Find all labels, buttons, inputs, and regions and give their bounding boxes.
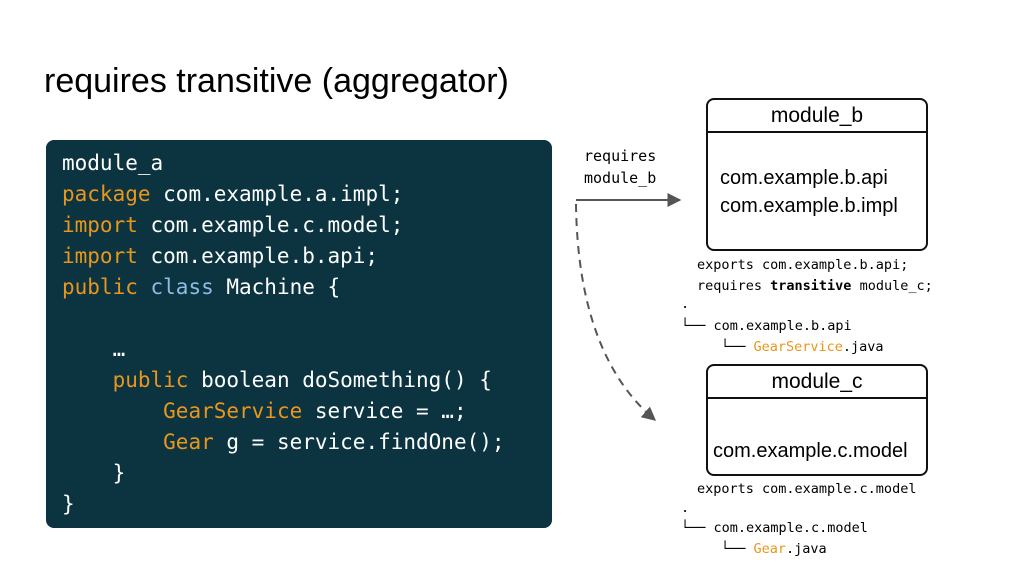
- type-gear: Gear: [163, 430, 214, 454]
- module-b-box: module_b com.example.b.api com.example.b…: [706, 98, 928, 251]
- module-b-exports: exports com.example.b.api;: [697, 257, 909, 273]
- module-b-header: module_b: [708, 100, 926, 133]
- code-line-close-method: }: [62, 461, 126, 485]
- module-b-package-api: com.example.b.api: [720, 167, 888, 189]
- file-gear: Gear: [753, 541, 787, 557]
- keyword-public: public: [112, 368, 189, 392]
- code-line-import-c: import com.example.c.model;: [62, 213, 404, 237]
- module-b-tree-package: └── com.example.b.api: [681, 318, 852, 334]
- code-line-service: GearService service = …;: [163, 399, 467, 423]
- module-c-box: module_c com.example.c.model: [706, 364, 928, 476]
- module-b-tree-file: └── GearService.java: [721, 339, 884, 355]
- keyword-import: import: [62, 213, 138, 237]
- code-line-method-decl: public boolean doSomething() {: [112, 368, 492, 392]
- type-gearservice: GearService: [163, 399, 303, 423]
- module-b-tree-root: .: [681, 296, 690, 312]
- file-gearservice: GearService: [753, 339, 843, 355]
- transitive-keyword: transitive: [770, 278, 852, 294]
- code-line-class-decl: public class Machine {: [62, 275, 341, 299]
- arrow-label-module: module_b: [584, 169, 657, 187]
- module-b-requires: requires transitive module_c;: [697, 278, 933, 294]
- code-line-ellipsis: …: [62, 337, 126, 361]
- module-c-tree-package: └── com.example.c.model: [681, 520, 868, 536]
- code-line-gear: Gear g = service.findOne();: [163, 430, 505, 454]
- code-line-import-b: import com.example.b.api;: [62, 244, 379, 268]
- module-c-exports: exports com.example.c.model: [697, 481, 917, 497]
- keyword-class: class: [150, 275, 214, 299]
- keyword-public: public: [62, 275, 138, 299]
- module-c-tree-file: └── Gear.java: [721, 541, 827, 557]
- keyword-package: package: [62, 182, 151, 206]
- module-c-package-model: com.example.c.model: [713, 440, 908, 462]
- keyword-import: import: [62, 244, 138, 268]
- module-c-header: module_c: [708, 366, 926, 399]
- code-line-package: package com.example.a.impl;: [62, 182, 404, 206]
- module-c-tree-root: .: [681, 500, 690, 516]
- slide-title: requires transitive (aggregator): [44, 62, 509, 100]
- arrow-label-requires: requires: [584, 147, 657, 165]
- module-b-package-impl: com.example.b.impl: [720, 195, 898, 217]
- transitive-dashed-arrow: [575, 203, 657, 421]
- module-a-code-block: module_a package com.example.a.impl; imp…: [46, 140, 552, 528]
- code-line-module-name: module_a: [62, 151, 164, 175]
- code-line-close-class: }: [62, 492, 75, 516]
